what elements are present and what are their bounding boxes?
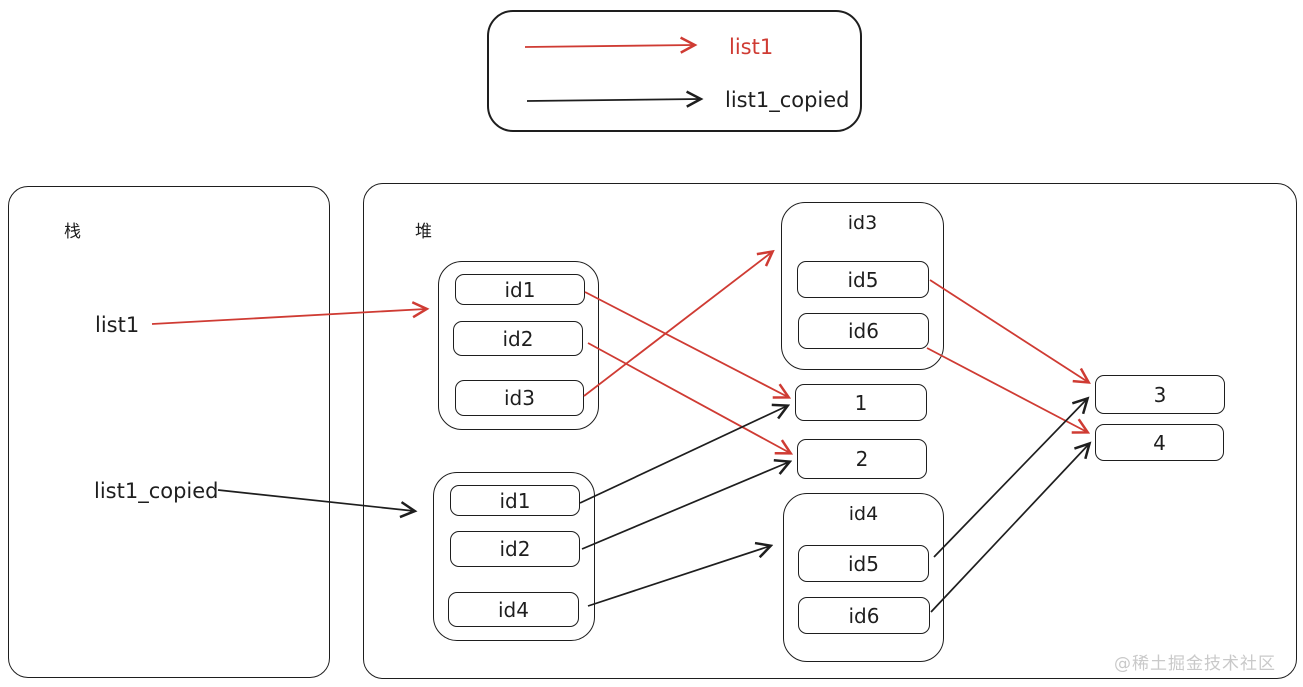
value-box-3: 3 [1095, 375, 1225, 414]
legend-label-list1-copied: list1_copied [725, 88, 850, 112]
list1-object-item-id3: id3 [455, 380, 584, 416]
value-box-1: 1 [795, 384, 927, 421]
id4-object-title: id4 [848, 503, 879, 525]
list1-object-item-id2: id2 [453, 321, 583, 356]
id3-object-item-id6: id6 [798, 313, 929, 349]
id4-object-item-id5: id5 [798, 545, 929, 582]
id4-object-item-id6: id6 [798, 597, 930, 634]
value-box-4: 4 [1095, 424, 1224, 461]
value-box-2: 2 [797, 439, 927, 479]
id3-object-title: id3 [847, 212, 878, 234]
copied-object-item-id1: id1 [450, 485, 580, 516]
copied-object-item-id2: id2 [450, 531, 580, 567]
legend-box [487, 10, 862, 132]
watermark-text: @稀土掘金技术社区 [1114, 654, 1276, 674]
list1-object-item-id1: id1 [455, 274, 585, 305]
copied-object-item-id4: id4 [448, 592, 579, 627]
stack-var-list1: list1 [95, 313, 140, 337]
heap-region-label: 堆 [415, 222, 432, 242]
stack-region [8, 186, 330, 678]
id3-object-item-id5: id5 [797, 261, 929, 298]
legend-label-list1: list1 [729, 35, 774, 59]
stack-region-label: 栈 [64, 222, 81, 242]
stack-var-list1-copied: list1_copied [94, 479, 219, 503]
